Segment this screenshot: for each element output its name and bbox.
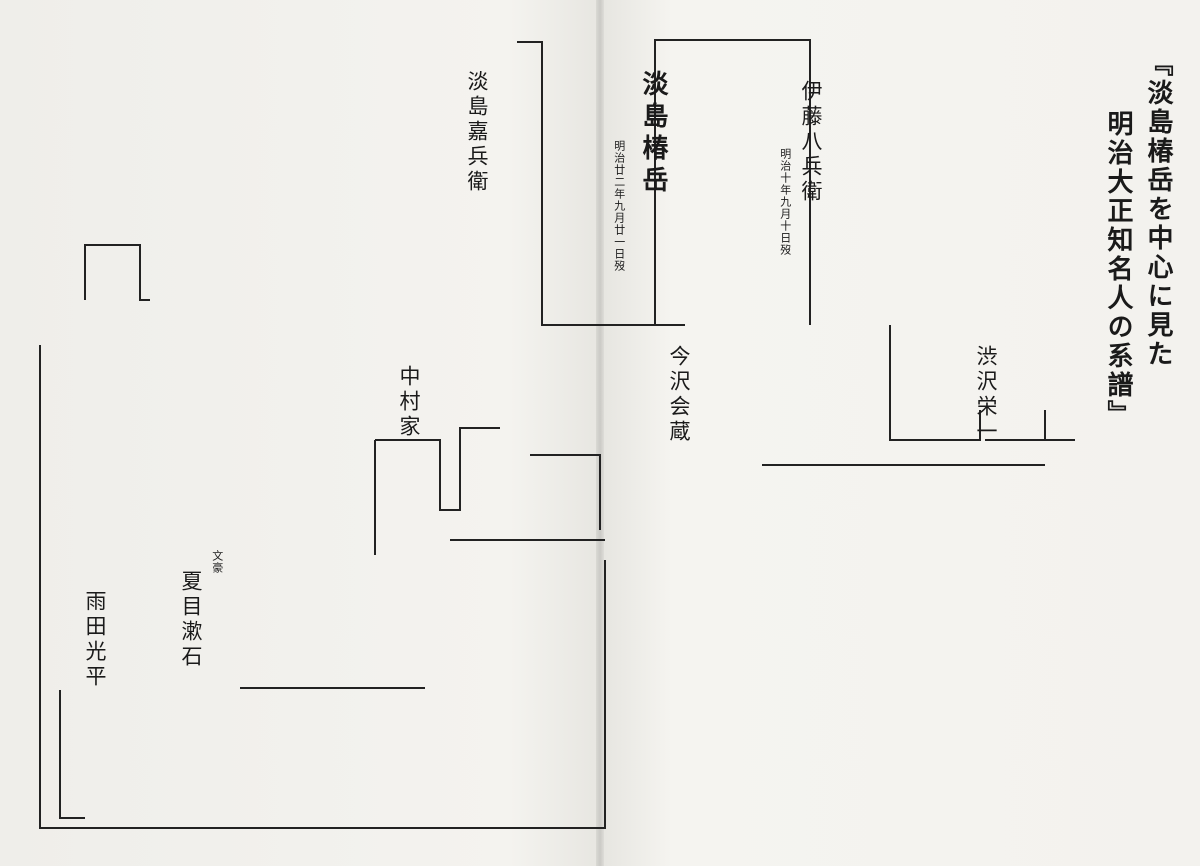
person-shibusawa-eiichi: 渋沢栄一 — [974, 345, 998, 445]
person-ito-hachibee: 伊藤八兵衛 — [799, 80, 823, 205]
person-natsume-soseki: 夏目漱石 — [179, 570, 203, 670]
person-ameda-kohei: 雨田光平 — [83, 590, 107, 690]
chingaku-death-date: 明治廿二年九月廿一日歿 — [612, 140, 626, 272]
left-page — [0, 0, 600, 866]
right-page — [600, 0, 1200, 866]
family-nakamura: 中村家 — [397, 365, 421, 440]
person-awashima-kahee: 淡島嘉兵衛 — [465, 70, 489, 195]
person-imazawa-kaizo: 今沢会蔵 — [667, 345, 691, 445]
title-line-2: 明治大正知名人の系譜』 — [1103, 110, 1133, 429]
title-line-1: 『淡島椿岳を中心に見た — [1143, 50, 1173, 369]
book-gutter — [596, 0, 604, 866]
hachibee-death-date: 明治十年九月十日歿 — [778, 148, 792, 256]
soseki-role: 文豪 — [210, 550, 224, 574]
person-awashima-chingaku: 淡島椿岳 — [638, 70, 668, 198]
